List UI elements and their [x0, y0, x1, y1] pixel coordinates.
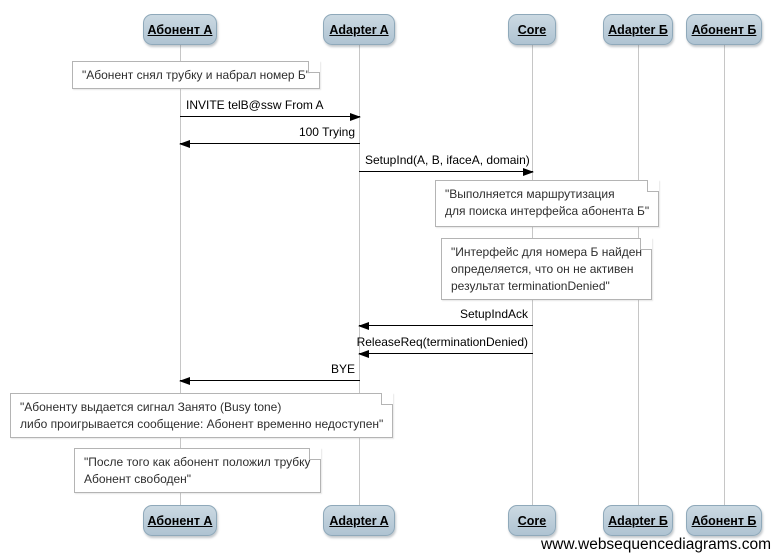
note-line: результат terminationDenied" [451, 279, 610, 293]
note-routing: "Выполняется маршрутизация для поиска ин… [435, 180, 660, 227]
actor-box-adapter-b-top: Adapter Б [603, 14, 673, 45]
note-line: "Интерфейс для номера Б найден [451, 245, 643, 259]
lifeline-abonent-b [724, 45, 725, 505]
message-releasereq: ReleaseReq(terminationDenied) [356, 334, 533, 358]
message-label: BYE [330, 362, 355, 376]
arrowhead-left-icon [358, 350, 369, 358]
note-fold-icon [308, 61, 321, 73]
message-line [179, 377, 360, 385]
note-line: "Абонент снял трубку и набрал номер Б" [82, 68, 311, 82]
arrowhead-right-icon [523, 168, 534, 176]
message-label: SetupIndAck [459, 307, 528, 321]
lifeline-abonent-a [180, 45, 181, 505]
arrowhead-right-icon [350, 113, 361, 121]
watermark: www.websequencediagrams.com [540, 536, 771, 553]
note-interface-found: "Интерфейс для номера Б найден определяе… [441, 238, 653, 300]
note-fold-icon [308, 448, 321, 460]
message-label: INVITE telB@ssw From A [186, 98, 324, 112]
note-line: Абонент свободен" [84, 472, 192, 486]
note-offhook: "Абонент снял трубку и набрал номер Б" [72, 61, 321, 89]
actor-label: Абонент Б [691, 22, 757, 37]
message-100-trying: 100 Trying [179, 124, 360, 148]
actor-label: Core [517, 513, 547, 528]
arrowhead-left-icon [179, 140, 190, 148]
actor-box-adapter-b-bottom: Adapter Б [603, 505, 673, 536]
message-setupind: SetupInd(A, B, ifaceA, domain) [359, 152, 534, 176]
actor-label: Adapter Б [608, 22, 668, 37]
message-bye: BYE [179, 361, 360, 385]
note-onhook: "После того как абонент положил трубку А… [74, 448, 321, 493]
message-line [359, 168, 534, 176]
note-fold-icon [640, 238, 653, 250]
actor-label: Абонент А [147, 513, 213, 528]
actor-label: Adapter A [329, 513, 389, 528]
message-line [358, 322, 533, 330]
actor-label: Core [517, 22, 547, 37]
actor-box-abonent-b-top: Абонент Б [686, 14, 762, 45]
note-fold-icon [647, 180, 660, 192]
actor-label: Adapter A [329, 22, 389, 37]
message-line [358, 350, 533, 358]
actor-box-abonent-a-top: Абонент А [143, 14, 217, 45]
message-label: SetupInd(A, B, ifaceA, domain) [365, 153, 530, 167]
actor-box-core-bottom: Core [508, 505, 556, 536]
actor-label: Абонент Б [691, 513, 757, 528]
message-setupindack: SetupIndAck [358, 306, 533, 330]
actor-box-core-top: Core [508, 14, 556, 45]
actor-box-abonent-b-bottom: Абонент Б [686, 505, 762, 536]
note-line: определяется, что он не активен [451, 262, 634, 276]
actor-box-abonent-a-bottom: Абонент А [143, 505, 217, 536]
message-label: ReleaseReq(terminationDenied) [356, 335, 528, 349]
lifeline-adapter-a [359, 45, 360, 505]
actor-label: Абонент А [147, 22, 213, 37]
note-line: "Выполняется маршрутизация [445, 187, 615, 201]
actor-box-adapter-a-bottom: Adapter A [323, 505, 395, 536]
actor-box-adapter-a-top: Adapter A [323, 14, 395, 45]
note-fold-icon [381, 393, 394, 405]
message-line [179, 140, 360, 148]
note-line: "После того как абонент положил трубку [84, 455, 311, 469]
message-line [180, 113, 361, 121]
message-invite: INVITE telB@ssw From A [180, 97, 361, 121]
note-line: либо проигрывается сообщение: Абонент вр… [20, 417, 384, 431]
arrowhead-left-icon [179, 377, 190, 385]
note-line: "Абоненту выдается сигнал Занято (Busy t… [20, 400, 282, 414]
note-busy-tone: "Абоненту выдается сигнал Занято (Busy t… [10, 393, 394, 438]
arrowhead-left-icon [358, 322, 369, 330]
actor-label: Adapter Б [608, 513, 668, 528]
message-label: 100 Trying [298, 125, 355, 139]
note-line: для поиска интерфейса абонента Б" [445, 204, 650, 218]
